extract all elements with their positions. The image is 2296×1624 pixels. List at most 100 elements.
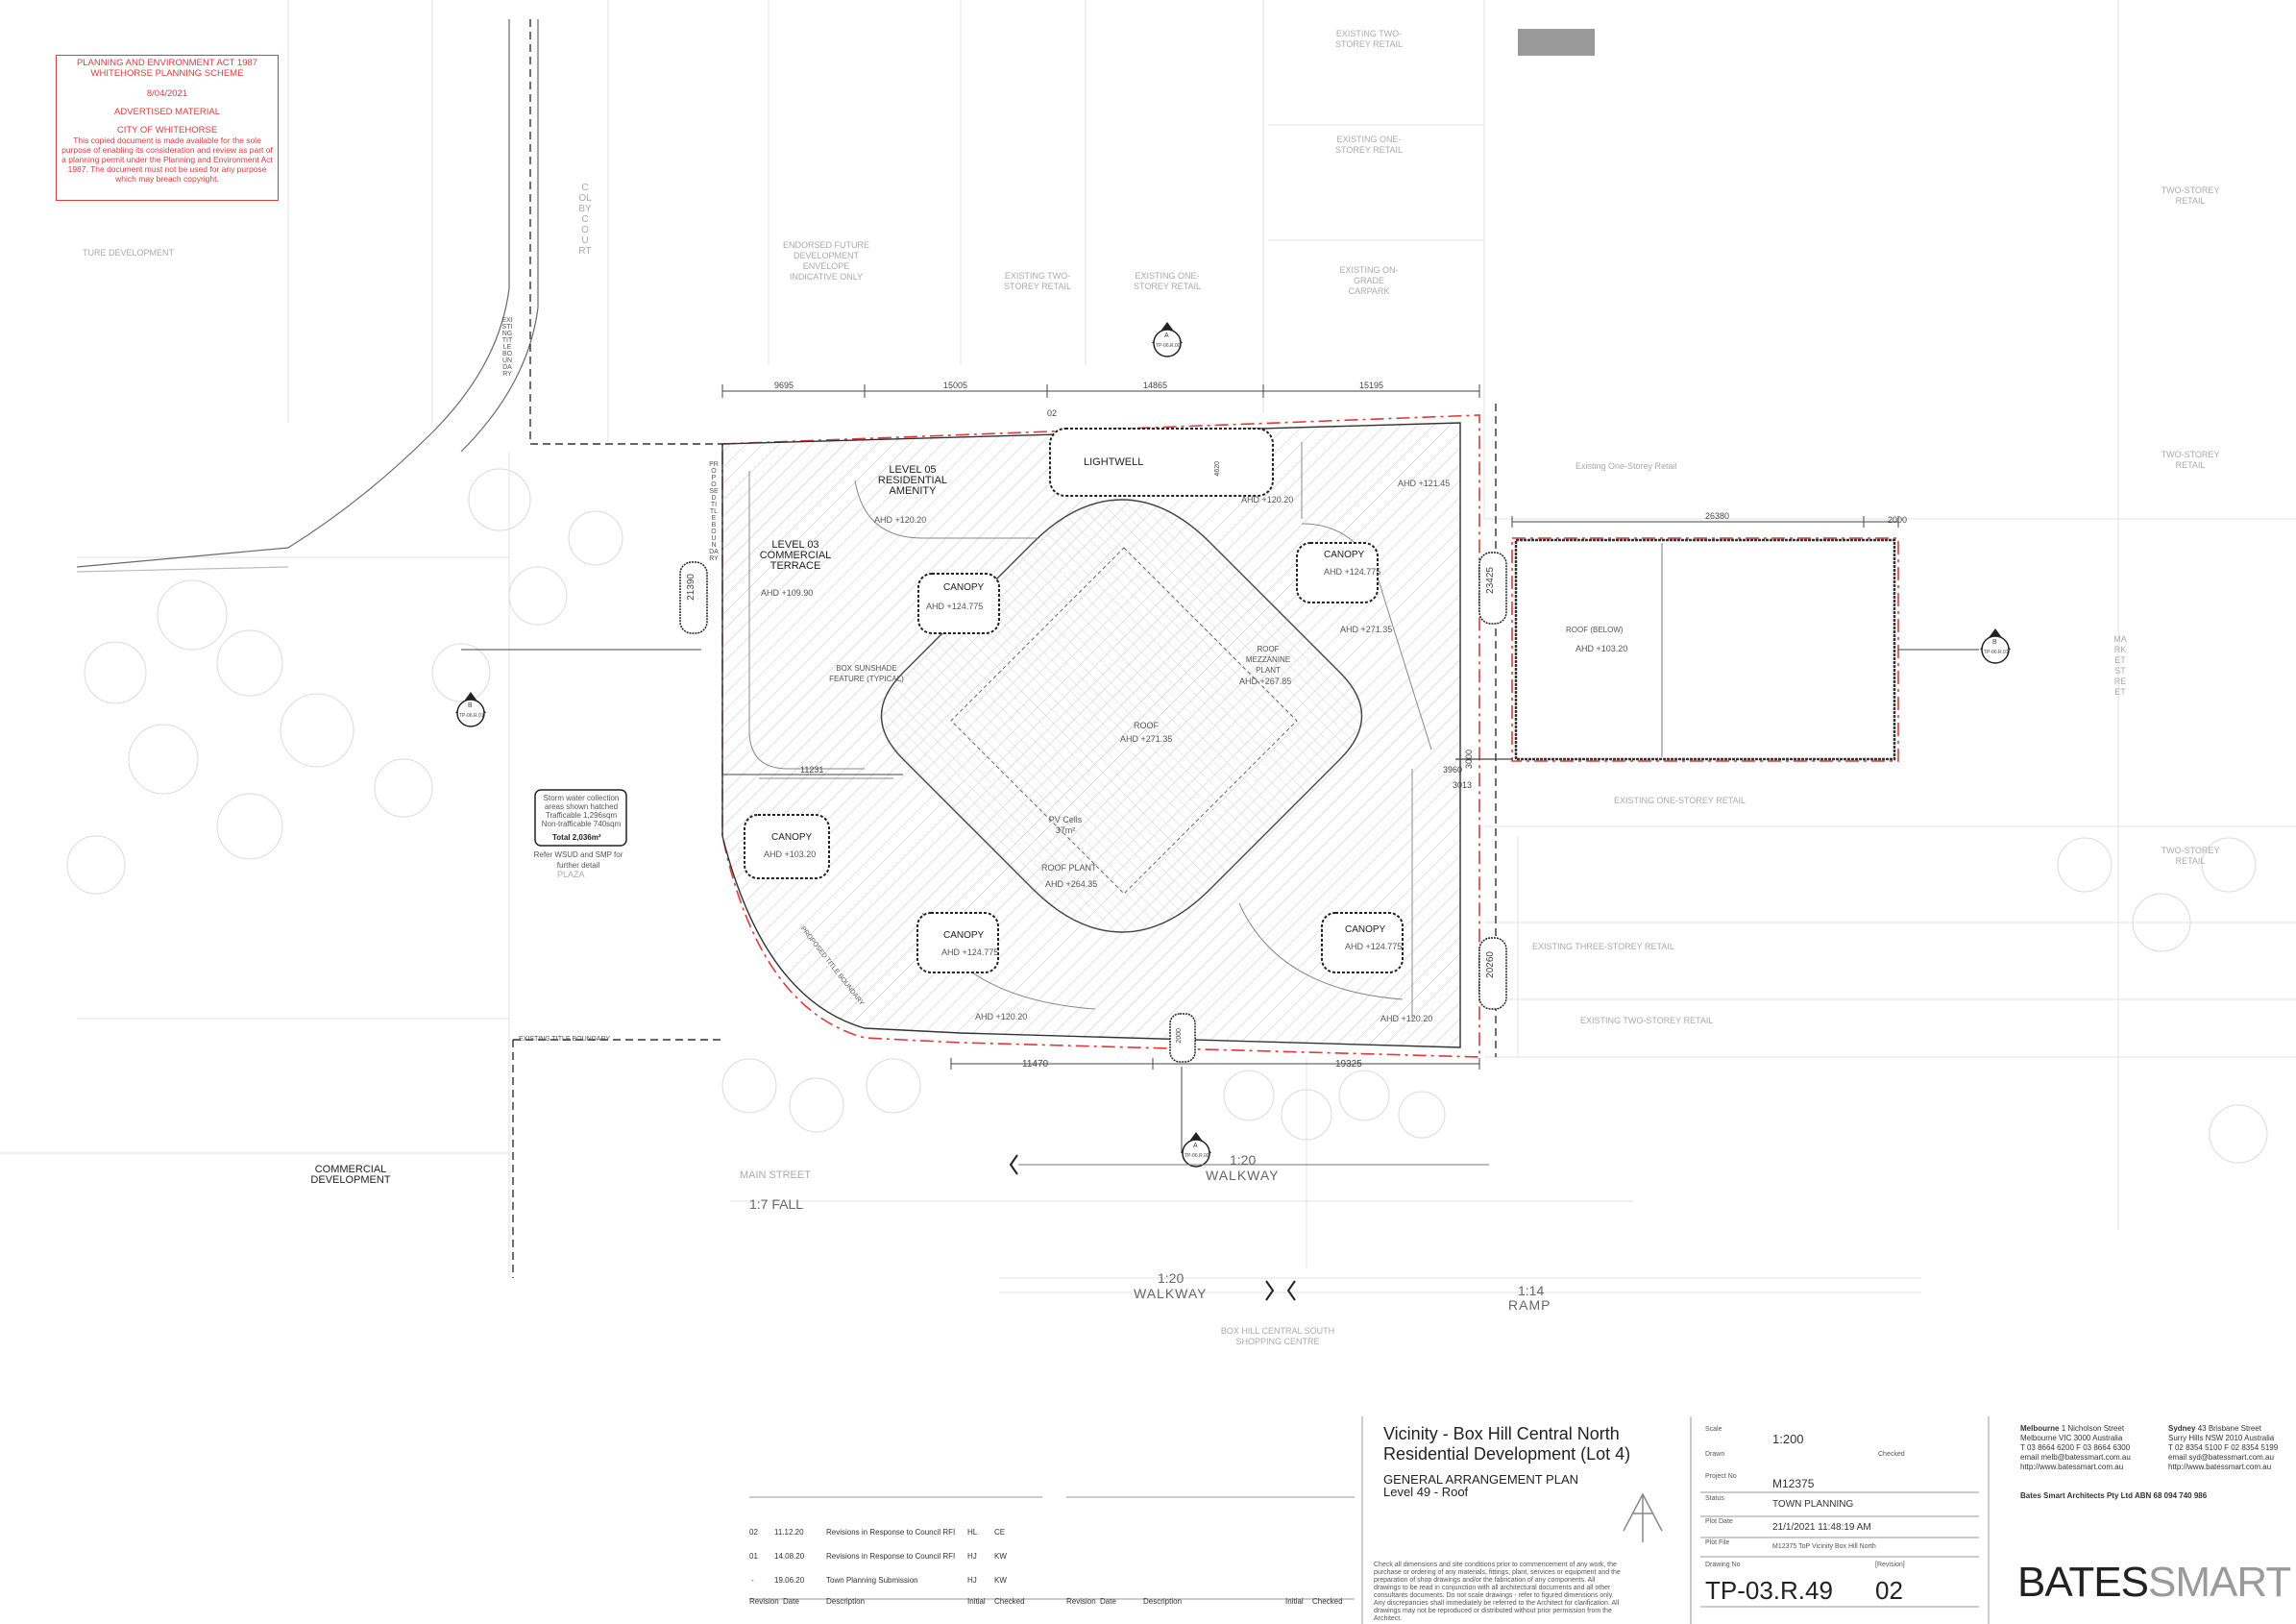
section-markers <box>455 322 2011 1301</box>
stamp-disclaimer: This copied document is made available f… <box>61 135 273 184</box>
dim-14865: 14865 <box>1143 381 1168 390</box>
rev-row-2-date: 19.06.20 <box>774 1576 805 1585</box>
label-canopy-se: CANOPY <box>1345 924 1386 935</box>
gray-block <box>1518 29 1595 56</box>
dim-11231: 11231 <box>800 765 824 775</box>
dim-20260: 20260 <box>1485 951 1496 978</box>
planning-stamp: PLANNING AND ENVIRONMENT ACT 1987 WHITEH… <box>56 55 279 201</box>
label-level03: LEVEL 03 COMMERCIAL TERRACE <box>759 539 832 572</box>
syd-phone: T 02 8354 5100 F 02 8354 5199 <box>2168 1443 2279 1452</box>
melb-city: Melbourne <box>2020 1424 2060 1433</box>
ahd-roof: AHD +271.35 <box>1120 734 1173 744</box>
marker-a-top-ref: TP-06.R.00 <box>1156 343 1181 349</box>
rev-row-0-checked: CE <box>994 1528 1006 1537</box>
label-existing-two-storey-a: EXISTING TWO-STOREY RETAIL <box>1003 271 1072 291</box>
plot-date: 21/1/2021 11:48:19 AM <box>1772 1522 1871 1533</box>
dim-3000: 3000 <box>1464 750 1474 770</box>
dim-26380: 26380 <box>1705 511 1730 521</box>
dim-2000: 2000 <box>1888 515 1908 525</box>
ahd-canopy-ne: AHD +124.775 <box>1324 567 1381 577</box>
ahd-sw: AHD +120.20 <box>975 1012 1028 1021</box>
dim-23425: 23425 <box>1485 567 1496 594</box>
plot-file: M12375 ToP Vicinity Box Hill North <box>1772 1543 1876 1550</box>
building-roof <box>721 422 1513 1048</box>
label-existing-ongrade-carpark: EXISTING ON-GRADE CARPARK <box>1339 265 1399 296</box>
label-walkway-2: WALKWAY <box>1134 1286 1208 1301</box>
label-canopy-ne: CANOPY <box>1324 550 1365 560</box>
marker-a-top: A <box>1164 332 1169 339</box>
label-stormwater-total: Total 2,036m² <box>552 833 601 842</box>
drawing-notes: Check all dimensions and site conditions… <box>1374 1562 1621 1622</box>
dim-21390: 21390 <box>686 574 696 601</box>
plot-file-label: Plot File <box>1705 1539 1730 1546</box>
label-main-street: MAIN STREET <box>740 1169 811 1181</box>
label-existing-two-storey-top: EXISTING TWO-STOREY RETAIL <box>1334 29 1404 49</box>
label-two-storey-right-2: TWO-STOREY RETAIL <box>2161 450 2220 470</box>
rev-header-date-2: Date <box>1100 1597 1116 1606</box>
label-proposed-title-boundary: PROPOSED TITLE BOUNDARY <box>709 461 719 562</box>
label-colby-court: COLBY COURT <box>578 183 592 257</box>
label-two-storey-right-3: TWO-STOREY RETAIL <box>2161 846 2220 866</box>
label-grade-1: 1:20 <box>1230 1152 1257 1168</box>
rev-header-checked-2: Checked <box>1312 1597 1343 1606</box>
marker-a-bottom: A <box>1193 1143 1198 1149</box>
drawing-no-label: Drawing No <box>1705 1562 1741 1568</box>
label-existing-one-storey-east: Existing One-Storey Retail <box>1575 461 1677 471</box>
scale-label: Scale <box>1705 1426 1722 1433</box>
stamp-line1: PLANNING AND ENVIRONMENT ACT 1987 <box>76 58 258 68</box>
abn: Bates Smart Architects Pty Ltd ABN 68 09… <box>2020 1491 2208 1500</box>
dim-3013: 3013 <box>1453 780 1473 790</box>
label-roof-below: ROOF (BELOW) <box>1566 626 1624 634</box>
north-arrow <box>1623 1492 1663 1542</box>
ahd-mezz-2: AHD +271.35 <box>1340 625 1393 634</box>
syd-addr1: 43 Brisbane Street <box>2197 1424 2261 1433</box>
marker-b-right-ref: TP-06.R.01 <box>1984 650 2009 655</box>
drawn-label: Drawn <box>1705 1451 1725 1458</box>
dim-3960: 3960 <box>1443 765 1463 775</box>
scale-value: 1:200 <box>1772 1432 1804 1446</box>
ahd-ne: AHD +121.45 <box>1398 479 1451 488</box>
context-buildings <box>0 0 2296 1293</box>
label-canopy-w: CANOPY <box>771 832 813 843</box>
syd-email[interactable]: email syd@batessmart.com.au <box>2168 1453 2274 1462</box>
syd-web[interactable]: http://www.batessmart.com.au <box>2168 1463 2272 1471</box>
melb-web[interactable]: http://www.batessmart.com.au <box>2020 1463 2124 1471</box>
ahd-canopy-sw: AHD +124.775 <box>941 947 999 957</box>
label-sunshade: BOX SUNSHADE FEATURE (TYPICAL) <box>829 664 904 683</box>
checked-label: Checked <box>1878 1451 1905 1458</box>
dim-15195: 15195 <box>1359 381 1384 390</box>
label-roof: ROOF <box>1134 721 1159 730</box>
dim-11470: 11470 <box>1022 1059 1049 1070</box>
label-grade-2: 1:20 <box>1158 1270 1185 1286</box>
label-shopping-centre: BOX HILL CENTRAL SOUTH SHOPPING CENTRE <box>1220 1326 1335 1346</box>
dim-9695: 9695 <box>774 381 794 390</box>
label-pv-cells: PV Cells 37m² <box>1048 815 1083 835</box>
label-existing-three-storey: EXISTING THREE-STOREY RETAIL <box>1532 942 1674 951</box>
logo-smart: SMART <box>2148 1559 2291 1606</box>
rev-header-initial-2: Initial <box>1285 1597 1304 1606</box>
melb-phone: T 03 8664 6200 F 03 8664 6300 <box>2020 1443 2131 1452</box>
marker-b-left-ref: TP-06.R.01 <box>459 713 484 719</box>
dim-4620: 4620 <box>1214 461 1221 477</box>
ahd-level05: AHD +120.20 <box>874 515 927 525</box>
rev-header-desc: Description <box>826 1597 866 1606</box>
melb-email[interactable]: email melb@batessmart.com.au <box>2020 1453 2131 1462</box>
label-plaza: PLAZA <box>557 870 585 879</box>
revision-label: [Revision] <box>1875 1562 1905 1568</box>
label-existing-title-boundary: EXISTING TITLE BOUNDARY <box>519 1036 611 1043</box>
label-refer-wsud: Refer WSUD and SMP for further detail <box>533 850 623 870</box>
label-walkway-1: WALKWAY <box>1206 1168 1280 1183</box>
melb-addr1: 1 Nicholson Street <box>2061 1424 2125 1433</box>
rev-header-desc-2: Description <box>1143 1597 1183 1606</box>
rev-row-1-checked: KW <box>994 1552 1007 1561</box>
title-block-frame <box>749 1416 1990 1624</box>
stamp-council: CITY OF WHITEHORSE <box>116 125 218 135</box>
stamp-advertised: ADVERTISED MATERIAL <box>114 107 220 117</box>
dim-2000-b: 2000 <box>1176 1028 1183 1044</box>
office-sydney: Sydney 43 Brisbane Street Surry Hills NS… <box>2168 1424 2293 1472</box>
label-level05: LEVEL 05 RESIDENTIAL AMENITY <box>877 464 948 497</box>
label-stormwater: Storm water collection areas shown hatch… <box>541 794 622 828</box>
rev-row-0-date: 11.12.20 <box>774 1528 804 1537</box>
rev-row-2-checked: KW <box>994 1576 1007 1585</box>
